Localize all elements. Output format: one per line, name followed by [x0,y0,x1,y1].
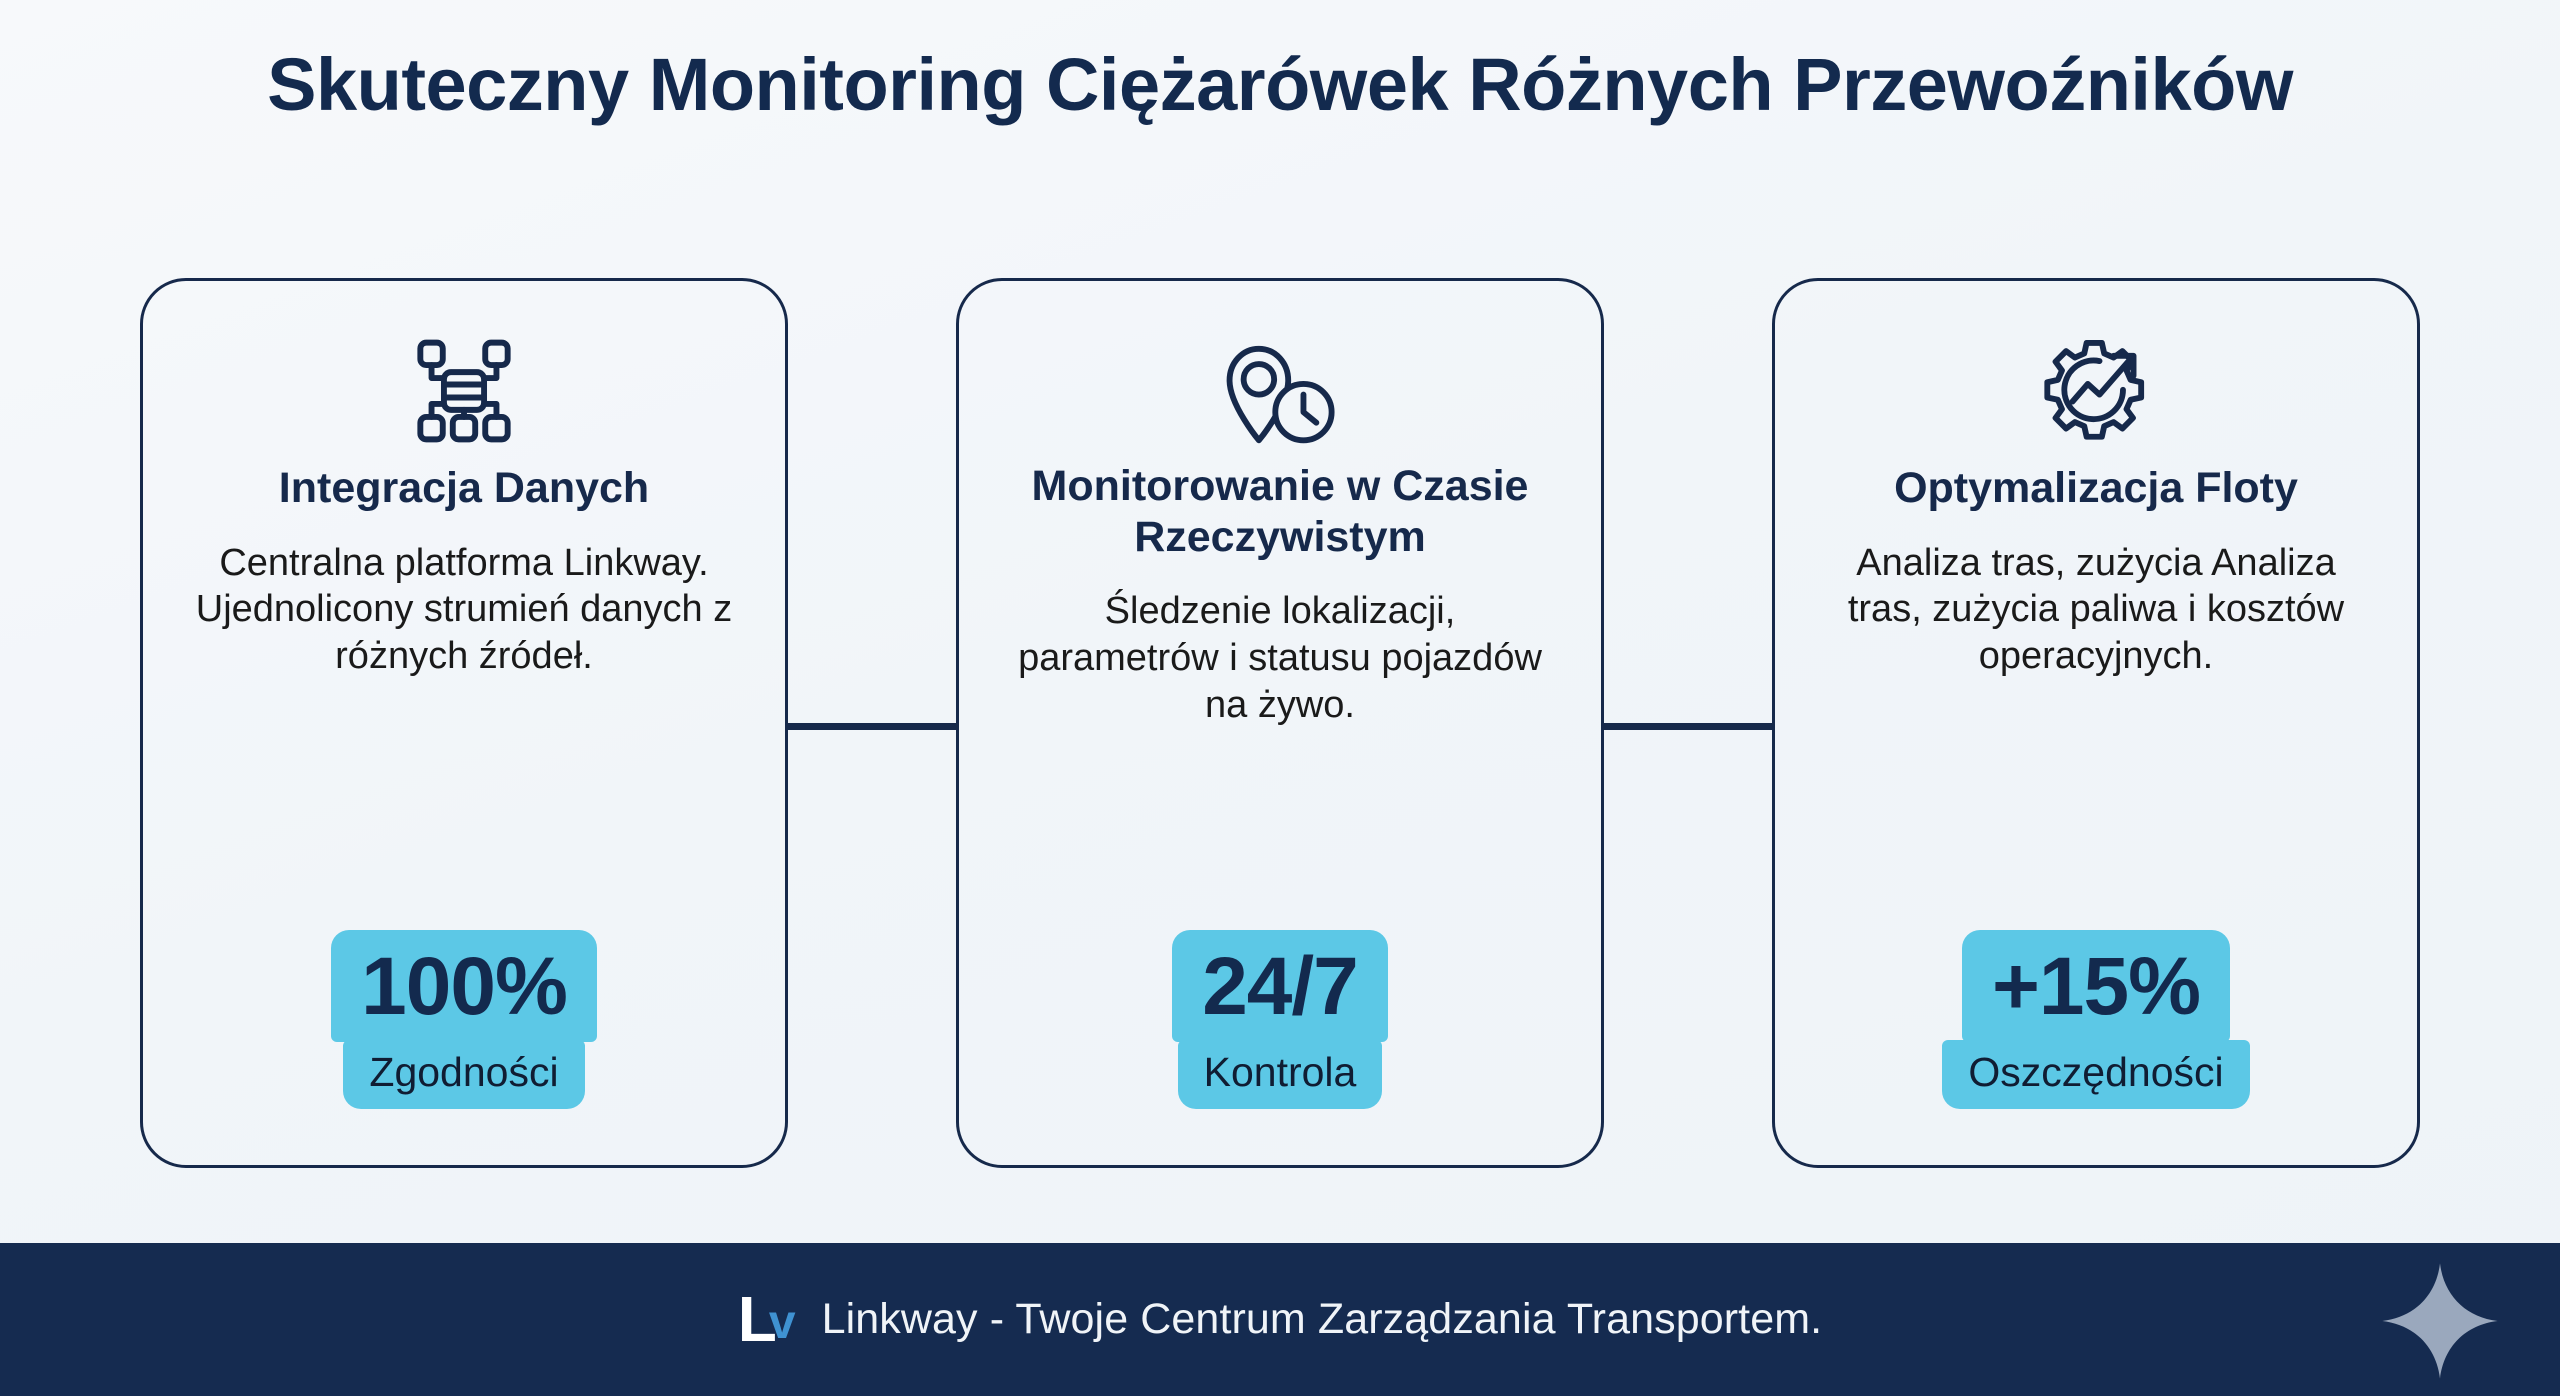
card-title: Monitorowanie w Czasie Rzeczywistym [1031,462,1529,561]
footer-tagline: Linkway - Twoje Centrum Zarządzania Tran… [821,1295,1823,1343]
stat-badge: 100% Zgodności [331,930,597,1109]
card-title: Optymalizacja Floty [1894,464,2298,512]
badge-label: Kontrola [1177,1040,1383,1109]
network-nodes-icon [405,323,523,459]
footer-bar: L v Linkway - Twoje Centrum Zarządzania … [0,1243,2560,1396]
sparkle-icon [2382,1263,2498,1379]
badge-label: Zgodności [343,1040,585,1109]
card-description: Centralna platforma Linkway. Ujednolicon… [195,541,733,678]
card-description: Analiza tras, zużycia Analiza tras, zuży… [1847,541,2345,678]
card-monitorowanie-czas-rzeczywisty[interactable]: Monitorowanie w Czasie Rzeczywistym Śled… [956,278,1604,1168]
card-optymalizacja-floty[interactable]: Optymalizacja Floty Analiza tras, zużyci… [1772,278,2420,1168]
linkway-logo: L v [737,1283,796,1356]
badge-value: 100% [331,930,597,1042]
stat-badge: 24/7 Kontrola [1172,930,1388,1109]
card-integracja-danych[interactable]: Integracja Danych Centralna platforma Li… [140,278,788,1168]
badge-label: Oszczędności [1942,1040,2250,1109]
page-title: Skuteczny Monitoring Ciężarówek Różnych … [267,43,2293,126]
card-connector-2-3 [1604,723,1772,730]
logo-mark-v: v [768,1295,796,1349]
badge-value: +15% [1961,930,2230,1042]
gear-growth-arrow-icon [2035,323,2157,459]
logo-letter-l: L [737,1283,777,1356]
cards-container: Integracja Danych Centralna platforma Li… [140,278,2420,1168]
card-description: Śledzenie lokalizacji, parametrów i stat… [1018,590,1542,726]
map-pin-clock-icon [1219,323,1341,459]
card-title: Integracja Danych [278,464,650,512]
stat-badge: +15% Oszczędności [1942,930,2250,1109]
footer-content: L v Linkway - Twoje Centrum Zarządzania … [737,1283,1823,1356]
badge-value: 24/7 [1172,930,1388,1042]
card-connector-1-2 [788,723,956,730]
